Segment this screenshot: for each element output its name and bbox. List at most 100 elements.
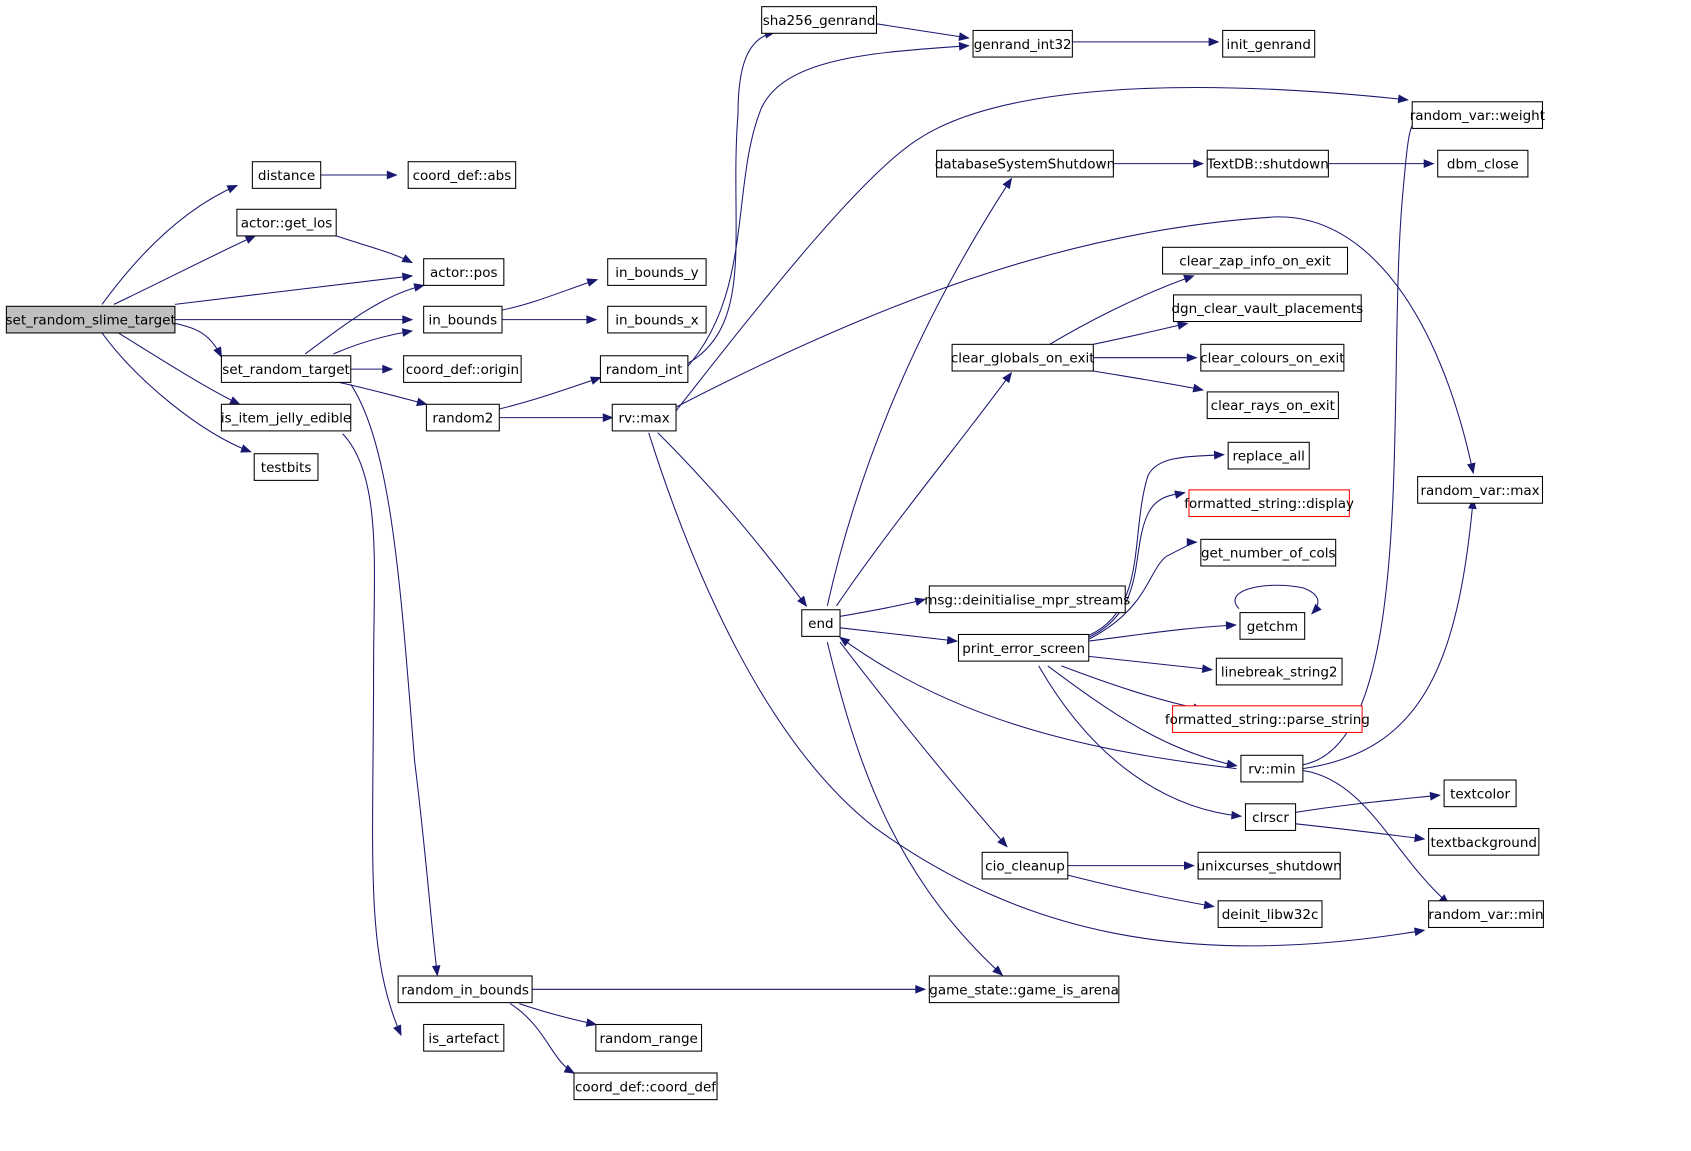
- node-box: [253, 453, 319, 481]
- node-print-error-screen[interactable]: print_error_screen: [957, 633, 1090, 662]
- node-linebreak-string2[interactable]: linebreak_string2: [1215, 657, 1343, 686]
- node-label: random_int: [606, 362, 683, 378]
- node-label: actor::pos: [430, 265, 498, 281]
- node-in-bounds-x[interactable]: in_bounds_x: [607, 305, 707, 334]
- edge-clear-globals-to-zap-info: [1042, 275, 1194, 349]
- node-label: print_error_screen: [962, 641, 1085, 657]
- node-box: [1206, 391, 1339, 420]
- node-cio-cleanup[interactable]: cio_cleanup: [981, 851, 1069, 880]
- node-label: random_var::weight: [1410, 108, 1545, 124]
- node-box: [928, 975, 1120, 1004]
- node-textcolor[interactable]: textcolor: [1443, 779, 1517, 808]
- node-in-bounds[interactable]: in_bounds: [423, 305, 503, 334]
- arrowhead-wrap: [1184, 861, 1195, 870]
- node-is-artefact[interactable]: is_artefact: [423, 1023, 505, 1052]
- edge-end-to-cio-cleanup: [839, 641, 1008, 847]
- node-random-var-weight[interactable]: random_var::weight: [1410, 101, 1545, 129]
- node-label: actor::get_los: [241, 216, 333, 232]
- node-label: TextDB::shutdown: [1206, 157, 1329, 173]
- arrowhead-wrap: [1231, 810, 1243, 820]
- node-random-var-max[interactable]: random_var::max: [1417, 476, 1544, 504]
- node-actor-get-los[interactable]: actor::get_los: [236, 208, 337, 237]
- node-init-genrand[interactable]: init_genrand: [1222, 29, 1316, 58]
- arrowhead: [1208, 37, 1220, 47]
- node-coord-def-origin[interactable]: coord_def::origin: [403, 355, 522, 383]
- node-random-range[interactable]: random_range: [595, 1023, 703, 1052]
- node-label: in_bounds_y: [615, 265, 698, 281]
- arrowhead: [1201, 664, 1214, 673]
- node-genrand-int32[interactable]: genrand_int32: [972, 29, 1073, 58]
- node-label: is_artefact: [428, 1031, 499, 1047]
- node-box: [407, 161, 517, 189]
- node-clear-colours-on-exit[interactable]: clear_colours_on_exit: [1200, 343, 1345, 372]
- node-deinit-libw32c[interactable]: deinit_libw32c: [1217, 900, 1323, 928]
- node-clear-zap-info-on-exit[interactable]: clear_zap_info_on_exit: [1162, 246, 1349, 275]
- node-box: [1239, 612, 1306, 640]
- node-msg-deinitialise-mpr-streams[interactable]: msg::deinitialise_mpr_streams: [924, 585, 1130, 614]
- edge-end-to-clear-globals: [835, 372, 1012, 607]
- node-dbm-close[interactable]: dbm_close: [1437, 149, 1529, 178]
- node-end[interactable]: end: [801, 609, 841, 637]
- node-box: [1227, 441, 1310, 470]
- arrowhead: [1174, 490, 1186, 499]
- arrowhead: [1414, 833, 1426, 843]
- node-getchm[interactable]: getchm: [1239, 612, 1306, 640]
- node-random-int[interactable]: random_int: [599, 355, 689, 383]
- node-rv-min[interactable]: rv::min: [1240, 754, 1304, 783]
- arrowhead-wrap: [1311, 603, 1322, 615]
- edge-print-error-to-getchm: [1088, 624, 1236, 642]
- node-random-in-bounds[interactable]: random_in_bounds: [397, 975, 533, 1004]
- arrowhead-wrap: [1201, 664, 1214, 673]
- node-label: clrscr: [1252, 810, 1289, 826]
- arrowhead: [213, 346, 223, 358]
- node-formatted-string-display[interactable]: formatted_string::display: [1184, 489, 1354, 518]
- node-label: linebreak_string2: [1221, 665, 1338, 681]
- node-testbits[interactable]: testbits: [253, 453, 319, 481]
- node-unixcurses-shutdown[interactable]: unixcurses_shutdown: [1197, 851, 1342, 880]
- node-replace-all[interactable]: replace_all: [1227, 441, 1310, 470]
- arrowhead-wrap: [838, 636, 851, 647]
- node-set-random-target[interactable]: set_random_target: [220, 355, 352, 383]
- node-formatted-string-parse-string[interactable]: formatted_string::parse_string: [1165, 705, 1370, 733]
- arrowhead: [386, 170, 398, 180]
- node-textbackground[interactable]: textbackground: [1428, 828, 1540, 856]
- node-random2[interactable]: random2: [425, 403, 500, 432]
- node-distance[interactable]: distance: [251, 161, 322, 189]
- arrowhead-wrap: [1413, 927, 1426, 937]
- node-clear-globals-on-exit[interactable]: clear_globals_on_exit: [951, 343, 1095, 372]
- node-label: cio_cleanup: [985, 859, 1065, 875]
- arrowhead: [229, 396, 241, 405]
- node-game-state-game-is-arena[interactable]: game_state::game_is_arena: [928, 975, 1120, 1004]
- node-box: [1437, 149, 1529, 178]
- edge-clrscr-to-textcolor: [1295, 794, 1440, 813]
- node-box: [423, 258, 505, 286]
- arrowhead: [1423, 159, 1435, 168]
- node-label: get_number_of_cols: [1201, 546, 1336, 562]
- node-textdb-shutdown[interactable]: TextDB::shutdown: [1206, 149, 1329, 178]
- node-in-bounds-y[interactable]: in_bounds_y: [607, 258, 707, 286]
- arrowhead: [946, 635, 959, 645]
- node-coord-def-abs[interactable]: coord_def::abs: [407, 161, 517, 189]
- node-get-number-of-cols[interactable]: get_number_of_cols: [1200, 538, 1337, 567]
- node-box: [220, 355, 352, 383]
- node-label: coord_def::coord_def: [575, 1079, 717, 1095]
- node-rv-max[interactable]: rv::max: [611, 403, 677, 432]
- node-is-item-jelly-edible[interactable]: is_item_jelly_edible: [220, 403, 352, 432]
- node-dgn-clear-vault-placements[interactable]: dgn_clear_vault_placements: [1171, 294, 1363, 323]
- arrowhead: [914, 597, 927, 607]
- node-label: random_in_bounds: [401, 982, 529, 998]
- arrowhead-wrap: [915, 984, 927, 994]
- arrowhead: [563, 1064, 576, 1074]
- node-sha256-genrand[interactable]: sha256_genrand: [761, 6, 878, 34]
- arrowhead-wrap: [386, 170, 398, 180]
- node-set-random-slime-target[interactable]: set_random_slime_target: [6, 305, 176, 334]
- node-clear-rays-on-exit[interactable]: clear_rays_on_exit: [1206, 391, 1339, 420]
- node-random-var-min[interactable]: random_var::min: [1428, 900, 1544, 928]
- node-label: clear_colours_on_exit: [1200, 351, 1344, 367]
- arrowhead-wrap: [992, 965, 1004, 976]
- node-coord-def-coord-def[interactable]: coord_def::coord_def: [573, 1072, 718, 1101]
- node-databasesystemshutdown[interactable]: databaseSystemShutdown: [935, 149, 1115, 178]
- node-clrscr[interactable]: clrscr: [1244, 803, 1297, 831]
- node-actor-pos[interactable]: actor::pos: [423, 258, 505, 286]
- arrowhead-wrap: [1002, 371, 1013, 384]
